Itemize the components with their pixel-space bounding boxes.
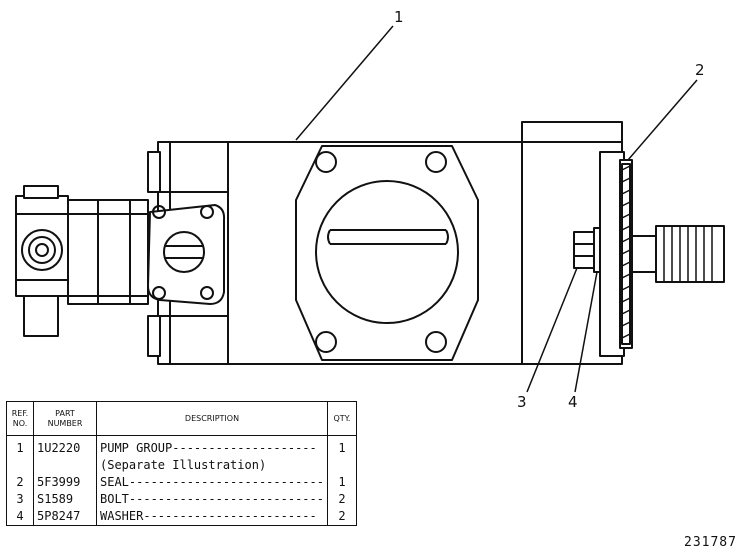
- table-row: 3 S1589 BOLT--------------------------- …: [6, 491, 357, 508]
- header-description: DESCRIPTION: [96, 401, 328, 436]
- qty-cell: [326, 457, 357, 474]
- qty-cell: 2: [326, 491, 357, 508]
- port-flange: [147, 204, 226, 305]
- rear-housing: [521, 121, 633, 365]
- table-row: (Separate Illustration): [6, 457, 357, 474]
- description-cell: (Separate Illustration): [96, 457, 328, 474]
- connector-neck: [67, 199, 149, 305]
- table-row: 2 5F3999 SEAL---------------------------…: [6, 474, 357, 491]
- part-number-cell: 1U2220: [33, 435, 97, 457]
- qty-cell: 1: [326, 474, 357, 491]
- ref-cell: 4: [6, 508, 34, 526]
- header-ref-no: REF. NO.: [6, 401, 34, 436]
- end-cap: [15, 185, 69, 337]
- ref-cell: [6, 457, 34, 474]
- callout-2: 2: [695, 61, 705, 79]
- description-cell: SEAL---------------------------: [96, 474, 328, 491]
- parts-table-header: REF. NO. PART NUMBER DESCRIPTION QTY.: [6, 401, 357, 436]
- washer: [593, 227, 601, 273]
- qty-cell: 2: [326, 508, 357, 526]
- description-cell: PUMP GROUP--------------------: [96, 435, 328, 457]
- ref-cell: 2: [6, 474, 34, 491]
- main-flange: [295, 145, 479, 361]
- part-number-cell: [33, 457, 97, 474]
- header-qty: QTY.: [326, 401, 357, 436]
- part-number-cell: 5F3999: [33, 474, 97, 491]
- description-cell: BOLT---------------------------: [96, 491, 328, 508]
- callout-1: 1: [394, 8, 404, 26]
- bolt: [573, 231, 595, 269]
- ref-cell: 1: [6, 435, 34, 457]
- table-row: 1 1U2220 PUMP GROUP-------------------- …: [6, 435, 357, 457]
- header-part-number: PART NUMBER: [33, 401, 97, 436]
- qty-cell: 1: [326, 435, 357, 457]
- description-cell: WASHER------------------------: [96, 508, 328, 526]
- seal: [621, 163, 631, 345]
- callout-3: 3: [517, 393, 527, 411]
- ref-cell: 3: [6, 491, 34, 508]
- part-number-cell: S1589: [33, 491, 97, 508]
- splined-shaft: [631, 225, 725, 283]
- leader-lines: [295, 25, 698, 393]
- figure-number: 231787: [684, 535, 737, 550]
- table-row: 4 5P8247 WASHER------------------------ …: [6, 508, 357, 526]
- parts-table: REF. NO. PART NUMBER DESCRIPTION QTY. 1 …: [6, 401, 357, 526]
- callout-4: 4: [568, 393, 578, 411]
- part-number-cell: 5P8247: [33, 508, 97, 526]
